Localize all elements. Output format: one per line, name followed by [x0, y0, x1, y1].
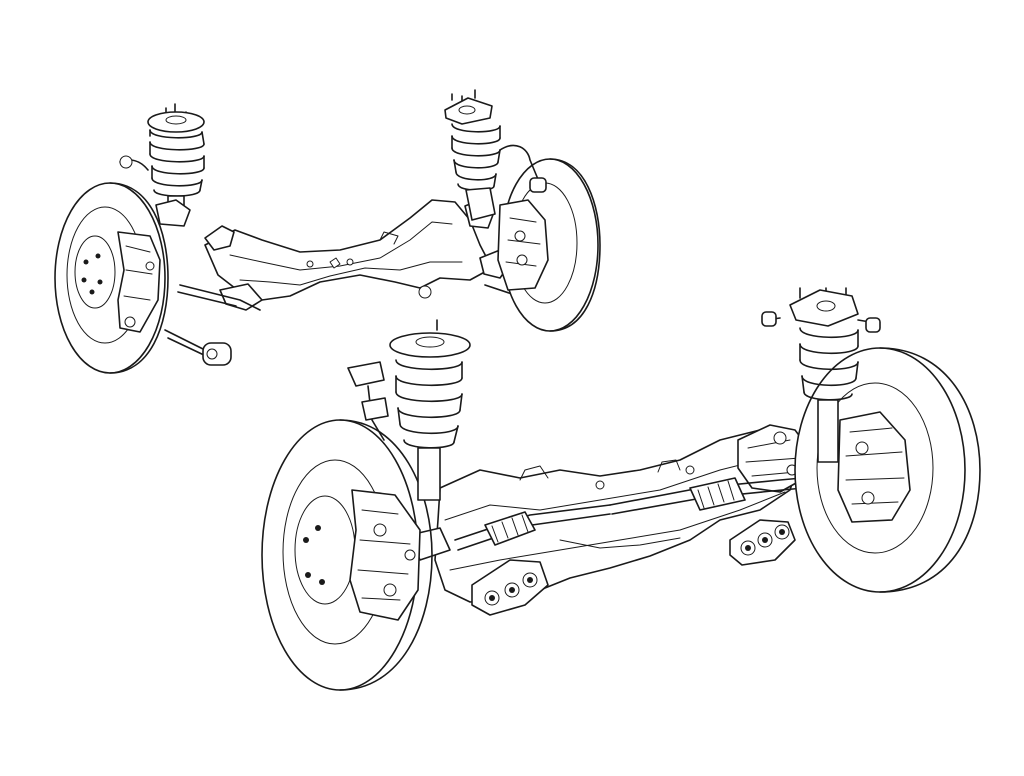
- rear-mount-bracket-left: [471, 559, 549, 616]
- front-lower-arm: [179, 284, 261, 311]
- rear-mount-bracket-right: [729, 519, 796, 566]
- rear-differential: [737, 424, 811, 493]
- front-left-caliper: [117, 231, 161, 333]
- front-left-strut: [119, 103, 205, 227]
- front-left-wheel: [54, 182, 169, 374]
- rear-axle-body: [434, 429, 801, 603]
- rear-right-caliper: [837, 411, 911, 523]
- front-tie-rod: [164, 329, 206, 351]
- rear-left-strut: [347, 319, 471, 501]
- front-suspension-assembly: [54, 89, 601, 374]
- rear-right-strut: [761, 287, 881, 463]
- rear-left-caliper: [349, 489, 421, 621]
- rear-suspension-assembly: [261, 287, 981, 691]
- front-right-caliper: [497, 199, 549, 291]
- front-right-strut: [444, 89, 547, 221]
- front-right-wheel: [497, 158, 601, 332]
- front-subframe: [204, 197, 511, 311]
- rear-left-wheel: [261, 419, 433, 691]
